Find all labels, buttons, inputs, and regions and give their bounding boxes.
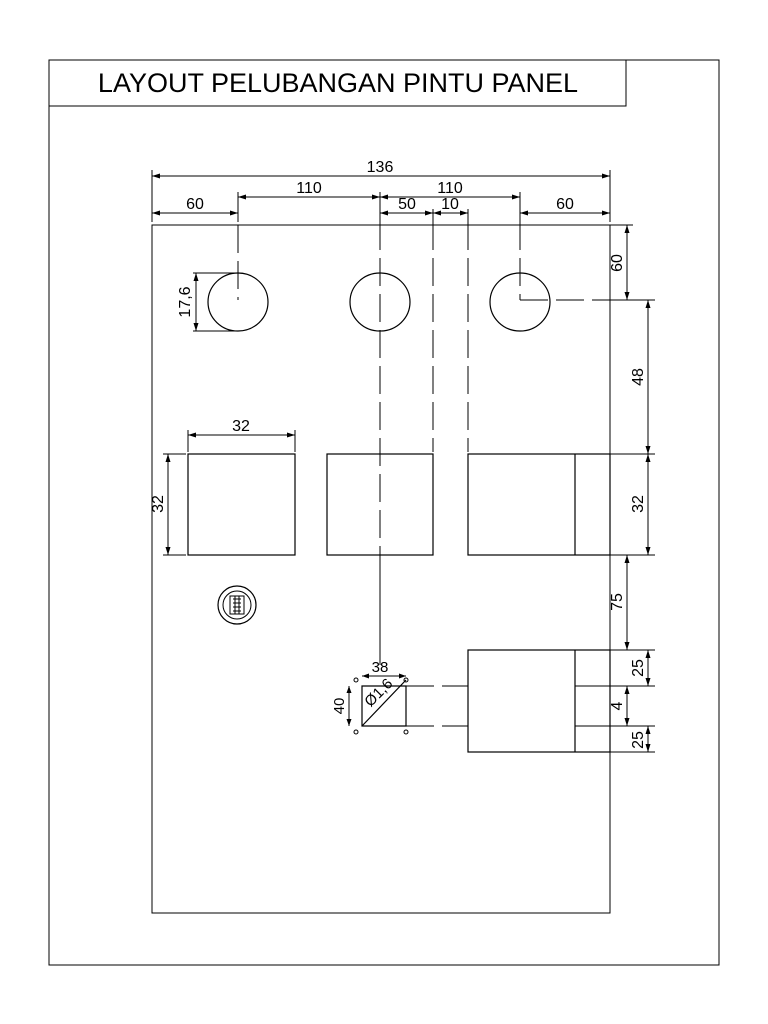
dim-center-offset: 50: [398, 196, 416, 213]
dim-left-margin: 60: [186, 196, 204, 213]
dim-gap: 10: [441, 196, 459, 213]
dimension-meter-height-left: 32: [150, 453, 186, 556]
dim-triangle-width: 38: [372, 659, 389, 676]
title-box: [48, 59, 627, 107]
dim-spacing-right: 110: [437, 180, 463, 197]
dimension-right-chain: 60 48 32 75 25 4 25: [575, 224, 655, 753]
dim-spacing-left: 110: [296, 180, 322, 197]
dim-hole-diameter: Ø1,6: [361, 675, 396, 710]
lamp-hole-right: [489, 272, 551, 332]
dimension-meter-width: 32: [187, 418, 296, 452]
dim-lower-top: 25: [630, 659, 647, 677]
key-switch-symbol: [217, 585, 257, 625]
dim-top-offset: 60: [609, 254, 626, 272]
dim-lower-bottom: 25: [630, 731, 647, 749]
dim-meter-width: 32: [232, 418, 250, 435]
dimension-lamp-diameter: 17,6: [177, 272, 238, 332]
dim-meter-height-right: 32: [630, 495, 647, 513]
dim-lamp-diameter: 17,6: [177, 286, 194, 317]
panel-outline: [151, 224, 611, 914]
meter-cutout-middle: [326, 453, 434, 556]
dimension-margin-row: 60 50 10 60: [152, 196, 610, 222]
dim-overall-width: 136: [367, 159, 394, 176]
meter-cutout-left: [187, 453, 296, 556]
dim-meter-height-left: 32: [150, 495, 167, 513]
dim-right-margin: 60: [556, 196, 574, 213]
lamp-hole-middle: [349, 272, 411, 332]
dim-triangle-height: 40: [331, 698, 348, 715]
dim-lower-gap: 4: [609, 701, 626, 710]
dim-meter-to-lower: 75: [609, 593, 626, 611]
drawing-title: LAYOUT PELUBANGAN PINTU PANEL: [98, 68, 578, 98]
meter-cutout-right: [467, 453, 611, 556]
dim-lamp-to-meter: 48: [630, 368, 647, 386]
lower-cutout-right: [467, 649, 611, 753]
dimension-spacing-row: 110 110: [237, 180, 521, 222]
triangle-cutout: [353, 677, 409, 735]
